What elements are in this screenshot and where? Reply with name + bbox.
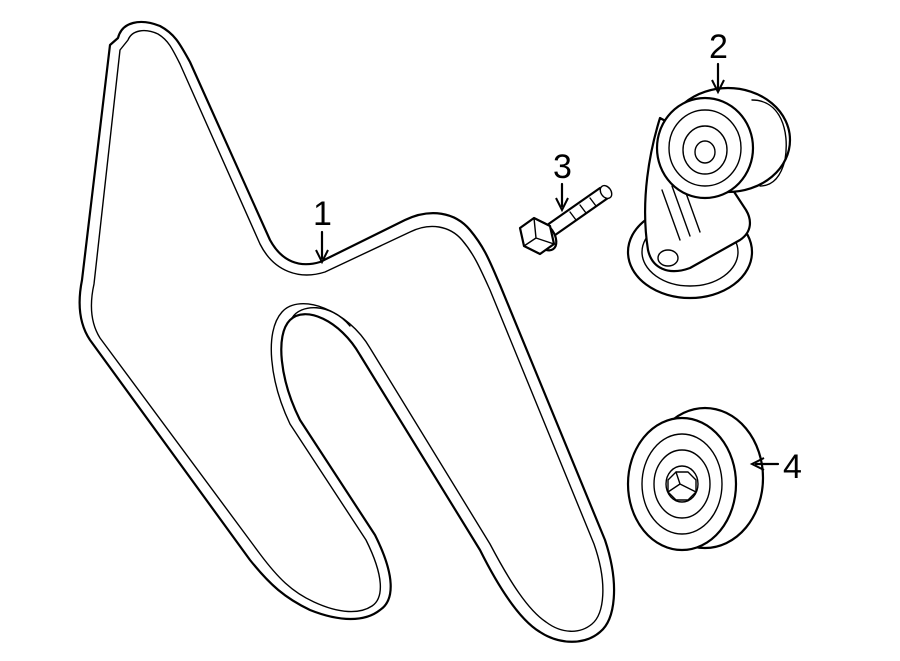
callout-4-arrow — [749, 457, 765, 471]
belt-tensioner[interactable] — [626, 86, 792, 300]
callout-4-label: 4 — [783, 448, 802, 486]
callout-1-label: 1 — [313, 195, 332, 233]
callout-3: 3 — [553, 148, 572, 213]
callout-3-arrow — [555, 197, 569, 213]
callout-2-label: 2 — [709, 28, 728, 66]
callout-3-label: 3 — [553, 148, 572, 186]
callout-4: 4 — [749, 448, 802, 486]
tensioner-bolt[interactable] — [518, 183, 614, 256]
callout-2: 2 — [709, 28, 728, 95]
callout-1-arrow — [315, 249, 329, 265]
callout-2-arrow — [711, 79, 725, 95]
serpentine-belt[interactable] — [78, 20, 616, 643]
callout-1: 1 — [313, 195, 332, 265]
idler-pulley[interactable] — [626, 406, 765, 552]
